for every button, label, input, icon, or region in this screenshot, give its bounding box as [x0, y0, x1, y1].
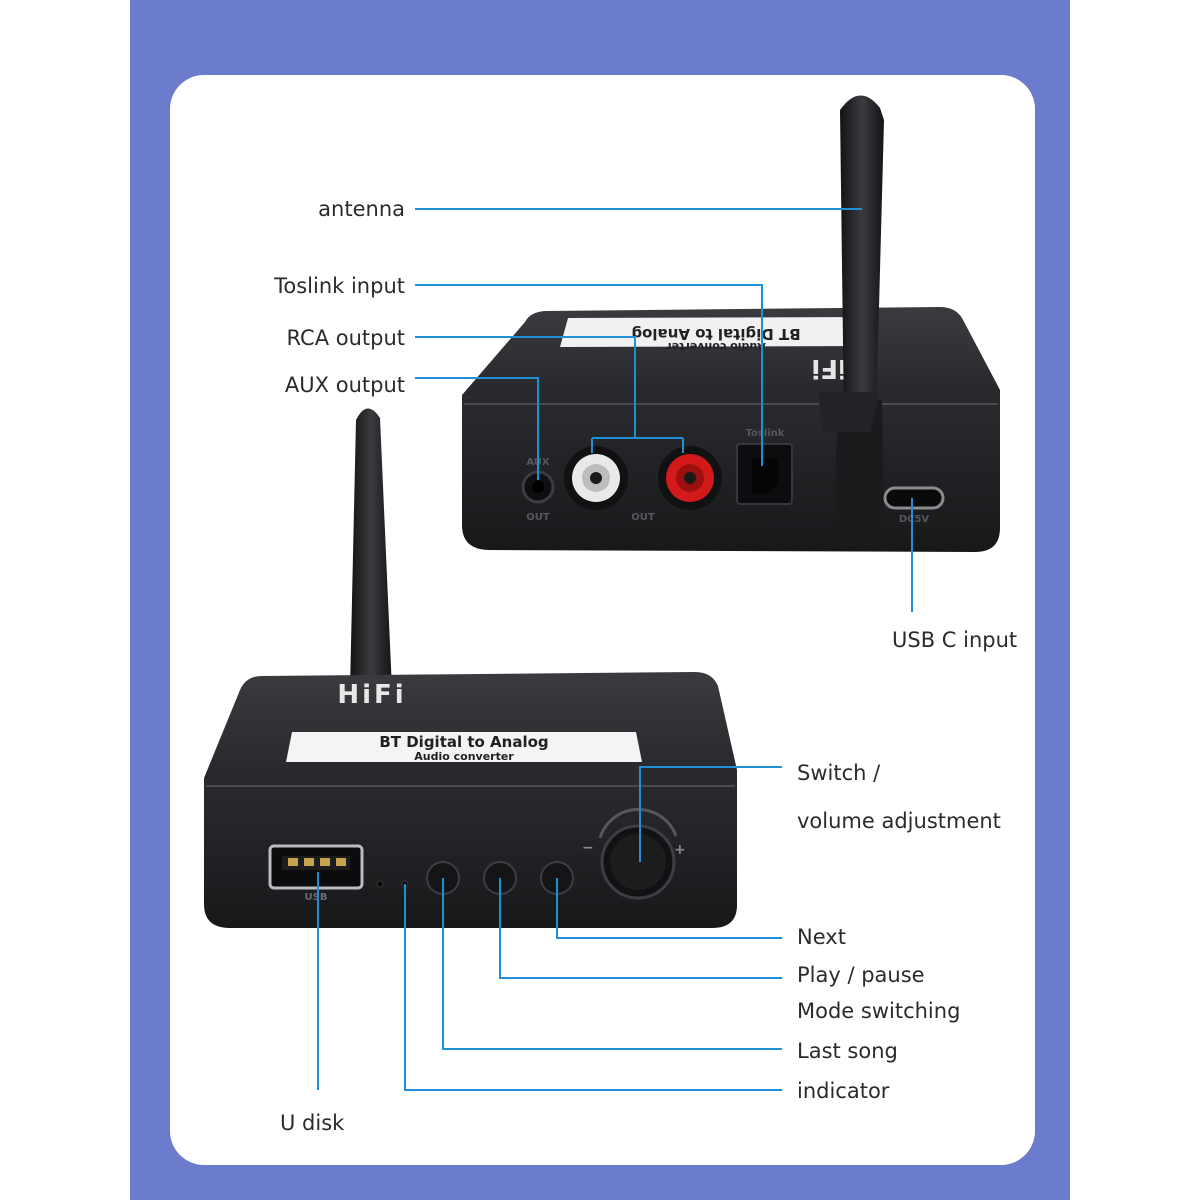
indicator-led-1 [376, 880, 384, 888]
label-antenna: antenna [318, 197, 405, 221]
knob-minus-mark: − [582, 840, 594, 856]
label-u-disk: U disk [280, 1111, 345, 1135]
label-next: Next [797, 925, 846, 949]
label-toslink-input: Toslink input [273, 274, 405, 298]
leader-last-song [442, 878, 782, 1050]
aux-out-label: OUT [526, 512, 550, 523]
label-rca-output: RCA output [286, 326, 405, 350]
rear-device: BT Digital to Analog Audio converter HiF… [462, 307, 1000, 552]
rca-red-jack [658, 446, 722, 510]
leader-switch [639, 766, 782, 862]
front-plate-subtitle: Audio converter [414, 750, 514, 763]
rca-white-jack [564, 446, 628, 510]
toslink-port-label: Toslink [746, 428, 785, 439]
front-antenna [350, 408, 392, 690]
leader-next [556, 878, 782, 939]
rear-antenna [818, 95, 884, 545]
usb-port-label: USB [305, 892, 328, 903]
rear-plate-title: BT Digital to Analog [631, 325, 800, 343]
label-last-song: Last song [797, 1039, 898, 1063]
leader-lines [317, 208, 913, 1091]
label-switch-line2: volume adjustment [797, 809, 1001, 833]
rca-out-label: OUT [631, 512, 655, 523]
front-brand: HiFi [337, 680, 406, 710]
leader-toslink [415, 284, 763, 466]
label-indicator: indicator [797, 1079, 890, 1103]
leader-indicator [404, 884, 782, 1091]
label-play-pause: Play / pause [797, 963, 925, 987]
front-device-top [204, 672, 737, 786]
front-plate-title: BT Digital to Analog [379, 733, 548, 751]
front-label-plate: BT Digital to Analog Audio converter [286, 732, 642, 763]
usb-a-port: USB [268, 844, 364, 903]
front-device-face [204, 778, 737, 928]
label-mode-switching: Mode switching [797, 999, 960, 1023]
label-usbc-input: USB C input [892, 628, 1017, 652]
rear-label-plate: BT Digital to Analog Audio converter [560, 317, 872, 353]
volume-knob[interactable]: − + [582, 807, 686, 900]
front-device: HiFi BT Digital to Analog Audio converte… [204, 672, 737, 928]
rear-plate-subtitle: Audio converter [666, 340, 766, 353]
leader-aux [415, 377, 539, 480]
leader-rca [415, 336, 636, 438]
label-aux-output: AUX output [285, 373, 405, 397]
toslink-port: Toslink [736, 428, 793, 505]
usbc-port-label: DC5V [899, 514, 930, 525]
knob-plus-mark: + [674, 842, 686, 858]
leader-play-pause [499, 878, 782, 979]
label-switch-line1: Switch / [797, 761, 881, 785]
usbc-port: DC5V [883, 486, 945, 525]
callout-labels: antenna Toslink input RCA output AUX out… [273, 197, 1017, 1135]
